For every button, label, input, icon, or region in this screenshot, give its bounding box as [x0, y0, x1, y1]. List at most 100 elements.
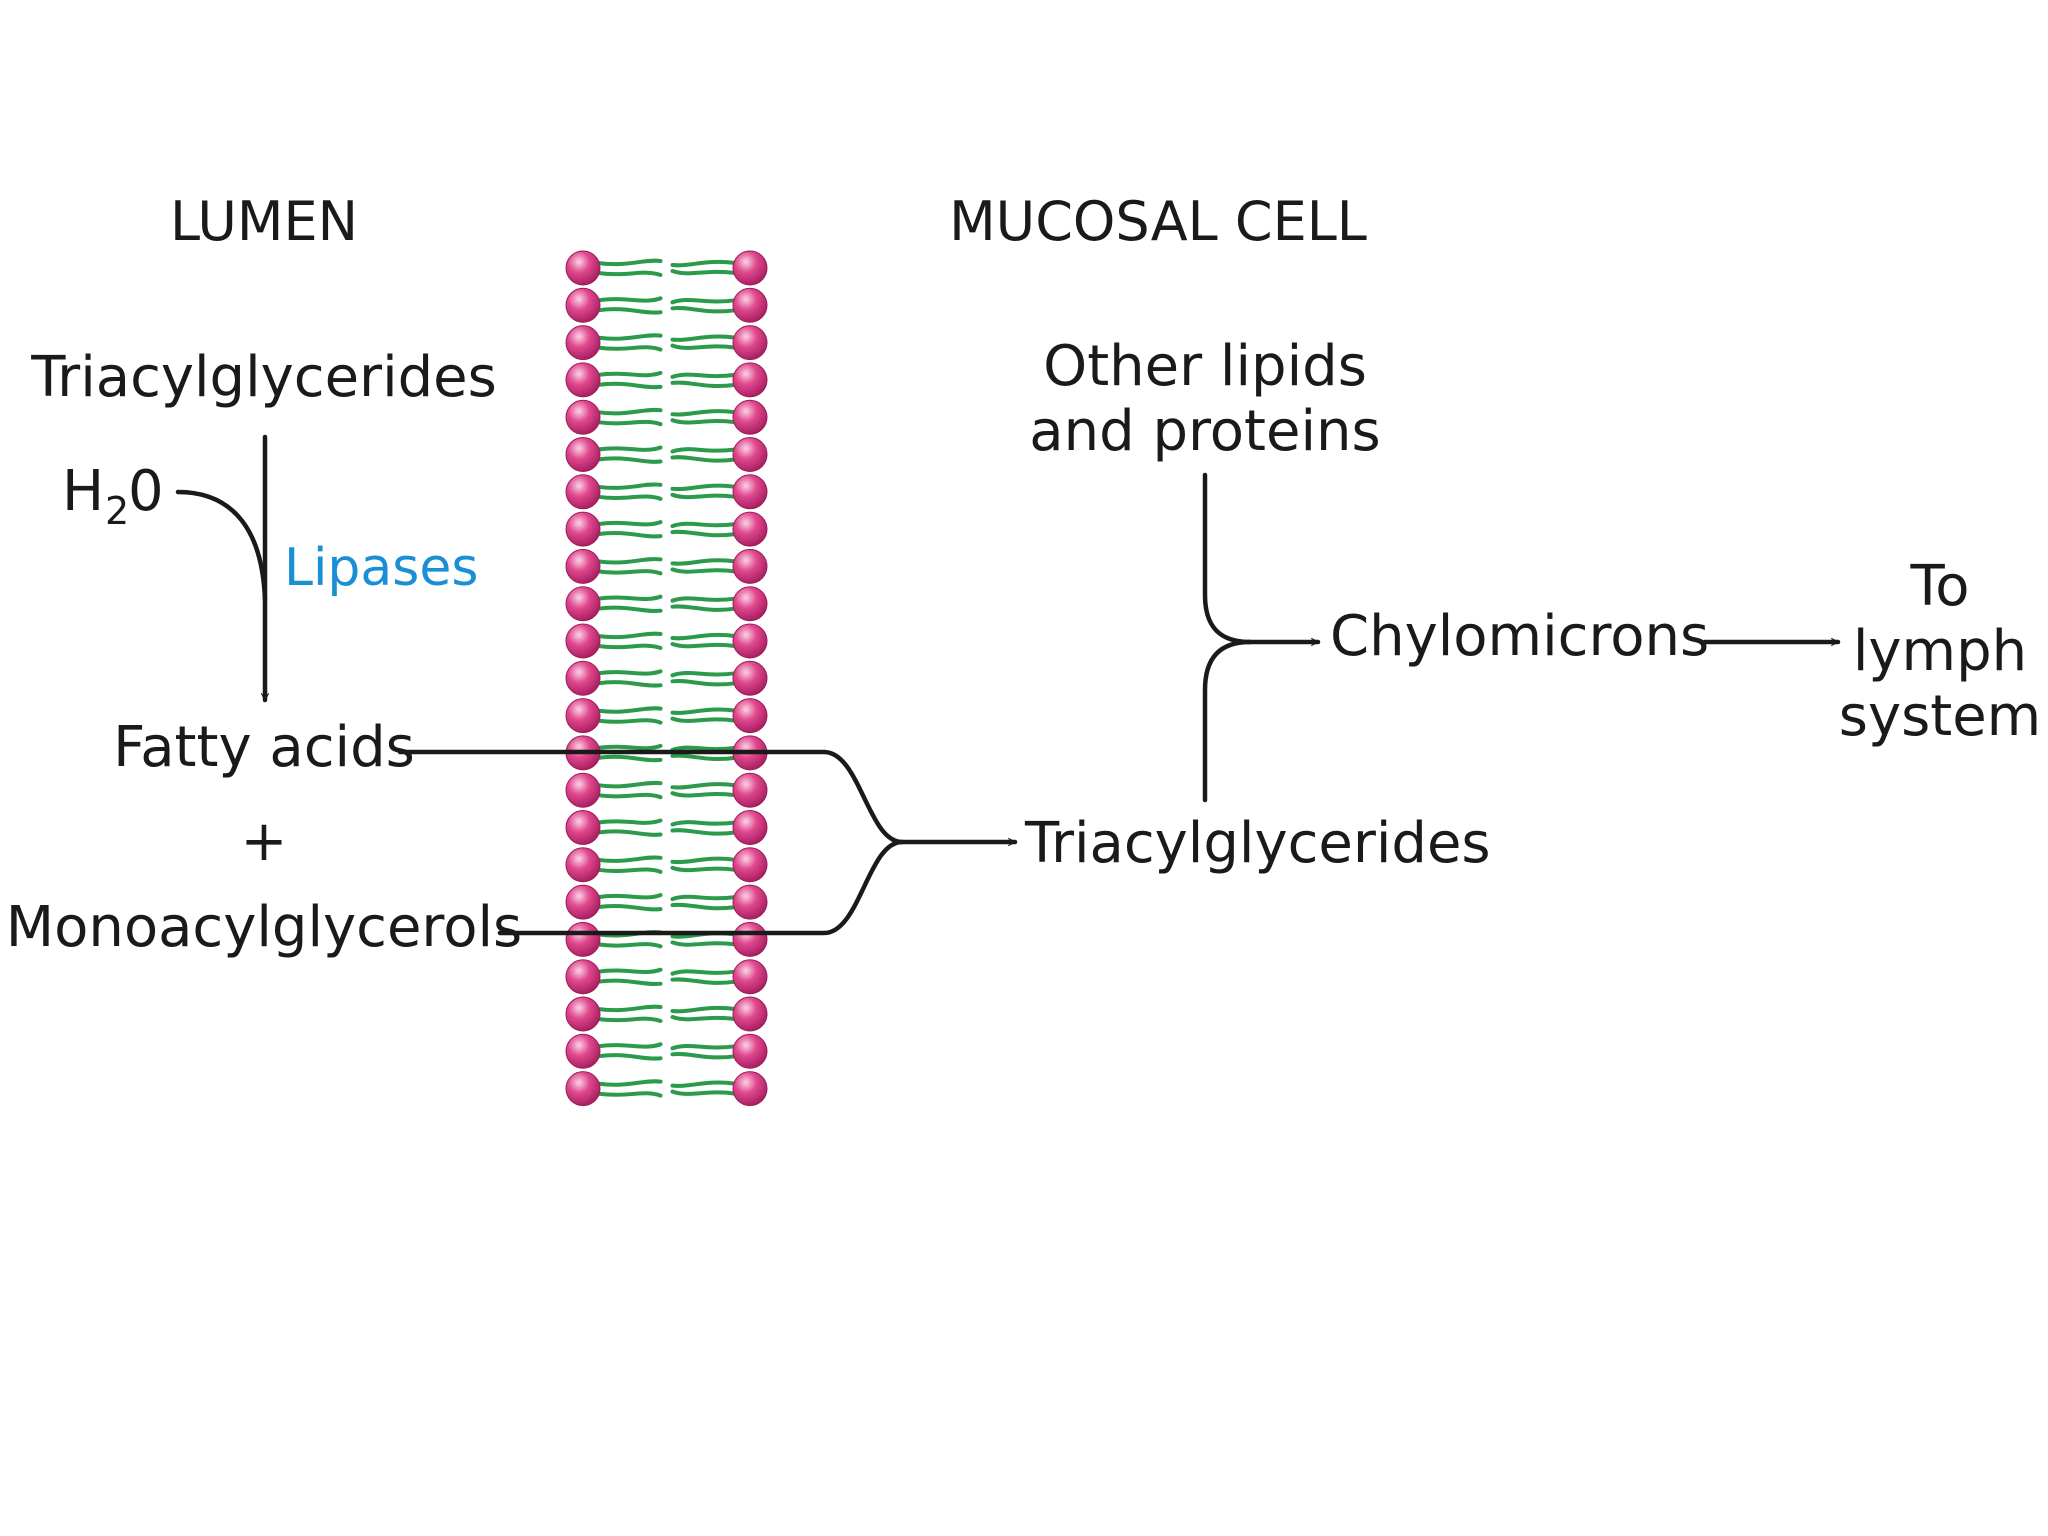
- lipid-tail: [596, 855, 663, 863]
- lipid-tail: [670, 977, 737, 985]
- lipid-tail: [596, 669, 663, 676]
- phospholipid-head: [732, 660, 768, 696]
- mucosal-cell-heading: MUCOSAL CELL: [949, 190, 1367, 253]
- lipid-tail: [670, 455, 737, 463]
- lipid-tail: [596, 1053, 663, 1061]
- lipid-tail: [596, 1042, 663, 1049]
- phospholipid-head: [565, 772, 601, 808]
- phospholipid-head: [565, 511, 601, 547]
- phospholipid-head: [732, 1033, 768, 1069]
- lipid-tail: [596, 520, 663, 527]
- lipid-tail: [596, 643, 663, 650]
- lipid-tail: [670, 716, 737, 723]
- phospholipid-head: [732, 884, 768, 920]
- lipid-tail: [596, 530, 663, 539]
- chylomicrons-label: Chylomicrons: [1330, 604, 1709, 669]
- lipid-tail: [596, 419, 663, 427]
- lipid-tail: [670, 492, 737, 500]
- lipid-tail: [670, 642, 737, 649]
- phospholipid-head: [565, 399, 601, 435]
- lipid-tail: [670, 940, 737, 947]
- triacylglyceride-branch: [1202, 639, 1253, 803]
- phospholipid-head: [565, 1033, 601, 1069]
- lipid-tail: [596, 445, 663, 452]
- lipid-tail: [670, 259, 737, 268]
- lipid-tail: [596, 867, 663, 874]
- lipid-tail: [596, 1004, 663, 1013]
- phospholipid-head: [732, 586, 768, 622]
- destination-label-line1: To: [1910, 554, 1970, 619]
- lipid-tail: [596, 345, 663, 352]
- lipid-tail: [670, 632, 737, 641]
- phospholipid-head: [565, 1071, 601, 1107]
- lipid-tail: [596, 482, 663, 490]
- lipid-tail: [596, 680, 663, 688]
- water-subscript: 2: [105, 489, 129, 533]
- lipid-tail: [670, 596, 737, 603]
- lipid-tail: [670, 1044, 737, 1051]
- lipid-tail: [596, 706, 663, 714]
- lipid-tail: [670, 1089, 737, 1096]
- cell-triacylglycerides-label: Triacylglycerides: [1024, 811, 1491, 876]
- phospholipid-head: [732, 959, 768, 995]
- phospholipid-head: [732, 325, 768, 361]
- phospholipid-head: [565, 325, 601, 361]
- phospholipid-head: [565, 250, 601, 286]
- phospholipid-head: [565, 586, 601, 622]
- lipid-tail: [596, 296, 663, 303]
- phospholipid-head: [732, 996, 768, 1032]
- lipid-tail: [670, 604, 737, 612]
- lumen-triacylglycerides-label: Triacylglycerides: [30, 345, 497, 410]
- water-label: H 2 0: [62, 459, 164, 533]
- lipid-tail: [596, 893, 663, 900]
- phospholipid-head: [565, 996, 601, 1032]
- lipid-tail: [596, 743, 663, 751]
- phospholipid-head: [565, 698, 601, 734]
- lipid-tail: [670, 305, 737, 314]
- lipid-tail: [596, 569, 663, 576]
- lipid-tail: [670, 558, 737, 566]
- lipid-tail: [596, 557, 663, 565]
- lipid-tail: [596, 605, 663, 614]
- lipid-tail: [596, 407, 663, 416]
- destination-label-line2: lymph: [1853, 619, 2027, 684]
- lipid-tails: [596, 258, 737, 1098]
- lipid-tail: [596, 942, 663, 949]
- lipid-tail: [670, 269, 737, 276]
- lipid-tail: [596, 258, 663, 267]
- lipid-tail: [670, 372, 737, 379]
- lipid-tail: [670, 707, 737, 715]
- phospholipid-head: [565, 437, 601, 472]
- lipid-tail: [670, 343, 737, 350]
- lipid-tail: [670, 828, 737, 836]
- lipid-bilayer-membrane: [565, 250, 768, 1107]
- lipases-label: Lipases: [284, 538, 478, 598]
- lipid-tail: [670, 902, 737, 911]
- monoacylglycerols-label: Monoacylglycerols: [6, 895, 522, 960]
- lipid-tail: [670, 1080, 737, 1088]
- water-o: 0: [128, 459, 164, 524]
- lipid-tail: [670, 969, 737, 976]
- phospholipid-head: [565, 474, 601, 510]
- phospholipid-head: [732, 548, 768, 584]
- lipid-tail: [670, 820, 737, 827]
- other-lipids-label-line1: Other lipids: [1043, 334, 1367, 399]
- phospholipid-head: [732, 250, 768, 286]
- phospholipid-head: [732, 847, 768, 883]
- lipid-tail: [670, 567, 737, 574]
- lipid-tail: [670, 791, 737, 798]
- lipid-tail: [596, 370, 663, 378]
- lipid-tail: [670, 671, 737, 678]
- lipid-tail: [596, 903, 663, 912]
- phospholipid-head: [732, 698, 768, 734]
- lipid-tail: [596, 594, 663, 601]
- lipid-tail: [596, 818, 663, 825]
- phospholipid-head: [732, 362, 768, 398]
- lipid-tail: [670, 894, 737, 902]
- lipid-tail: [596, 456, 663, 464]
- lipid-tail: [670, 782, 737, 790]
- fatty-acid-transport-path: [397, 749, 905, 845]
- lipid-tail: [670, 409, 737, 417]
- lipid-tail: [670, 447, 737, 454]
